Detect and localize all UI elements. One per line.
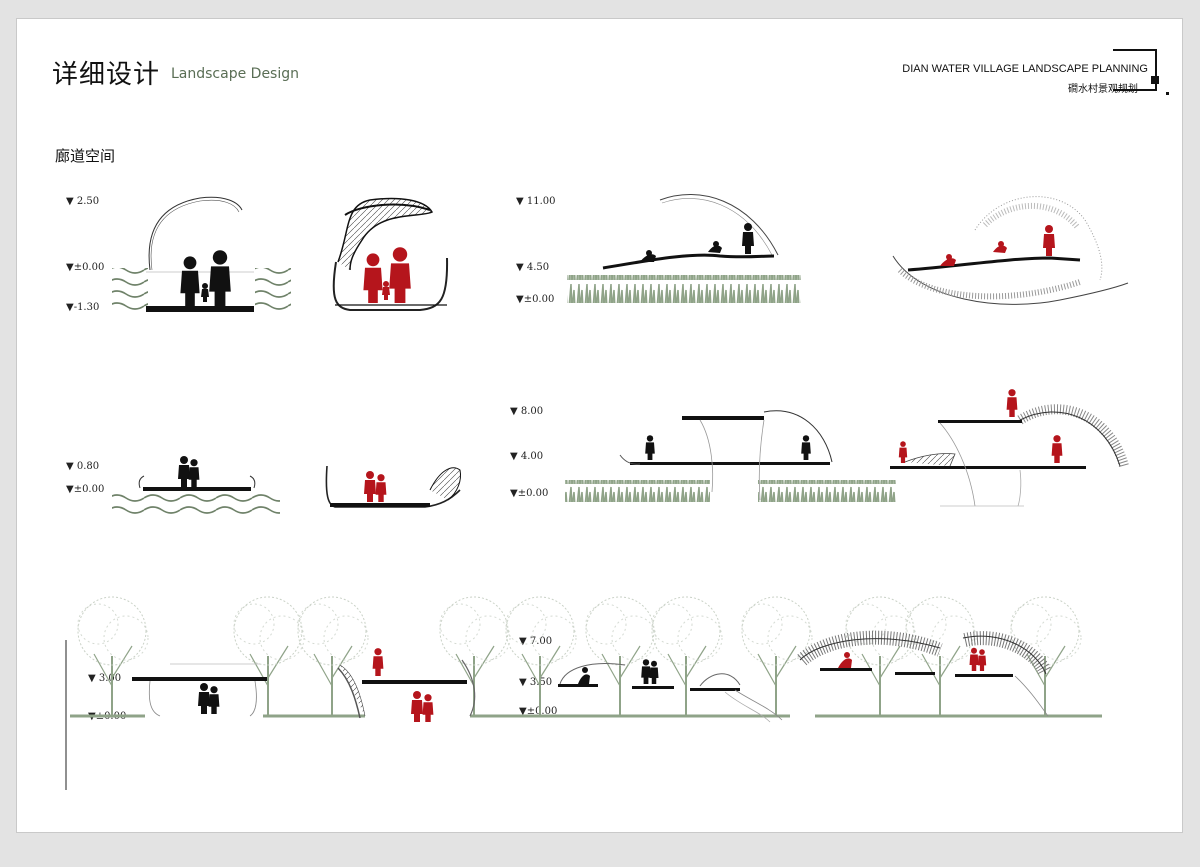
level-label: ▼-1.30	[66, 302, 99, 313]
level-label: ▼ 2.50	[66, 196, 99, 207]
level-label: ▼ 11.00	[516, 196, 556, 207]
level-label: ▼ 4.50	[516, 262, 549, 273]
long-section-elevation: ▼ 3.00 ▼±0.00 ▼ 7.00 ▼ 3.50 ▼±0.00	[65, 596, 1102, 790]
level-label: ▼±0.00	[516, 294, 554, 305]
section-title: 廊道空间	[55, 147, 116, 165]
section-hill-path-red	[892, 196, 1129, 305]
header-logo-frame	[1113, 49, 1169, 95]
page-subtitle: Landscape Design	[171, 66, 299, 82]
level-label: ▼±0.00	[510, 488, 548, 499]
level-label: ▼±0.00	[66, 262, 104, 273]
project-name-cn: 磵水村景观规划	[1068, 84, 1138, 95]
section-floating-deck-black: ▼ 0.80 ▼±0.00	[66, 456, 280, 516]
level-label: ▼ 3.00	[88, 673, 121, 684]
section-two-level-black: ▼ 8.00 ▼ 4.00 ▼±0.00	[510, 406, 896, 502]
level-label: ▼±0.00	[66, 484, 104, 495]
level-label: ▼ 3.50	[519, 677, 552, 688]
section-floating-deck-red	[325, 465, 461, 508]
level-label: ▼ 8.00	[510, 406, 543, 417]
section-hill-path-black: ▼ 11.00 ▼ 4.50 ▼±0.00	[516, 194, 801, 305]
page-title: 详细设计	[52, 60, 161, 90]
level-label: ▼ 4.00	[510, 451, 543, 462]
project-name-en: DIAN WATER VILLAGE LANDSCAPE PLANNING	[902, 63, 1148, 75]
level-label: ▼ 0.80	[66, 461, 99, 472]
section-walkway-water-black: ▼ 2.50 ▼±0.00 ▼-1.30	[66, 196, 291, 313]
section-two-level-red	[890, 389, 1129, 507]
section-walkway-water-red	[332, 197, 449, 311]
level-label: ▼±0.00	[519, 706, 557, 717]
